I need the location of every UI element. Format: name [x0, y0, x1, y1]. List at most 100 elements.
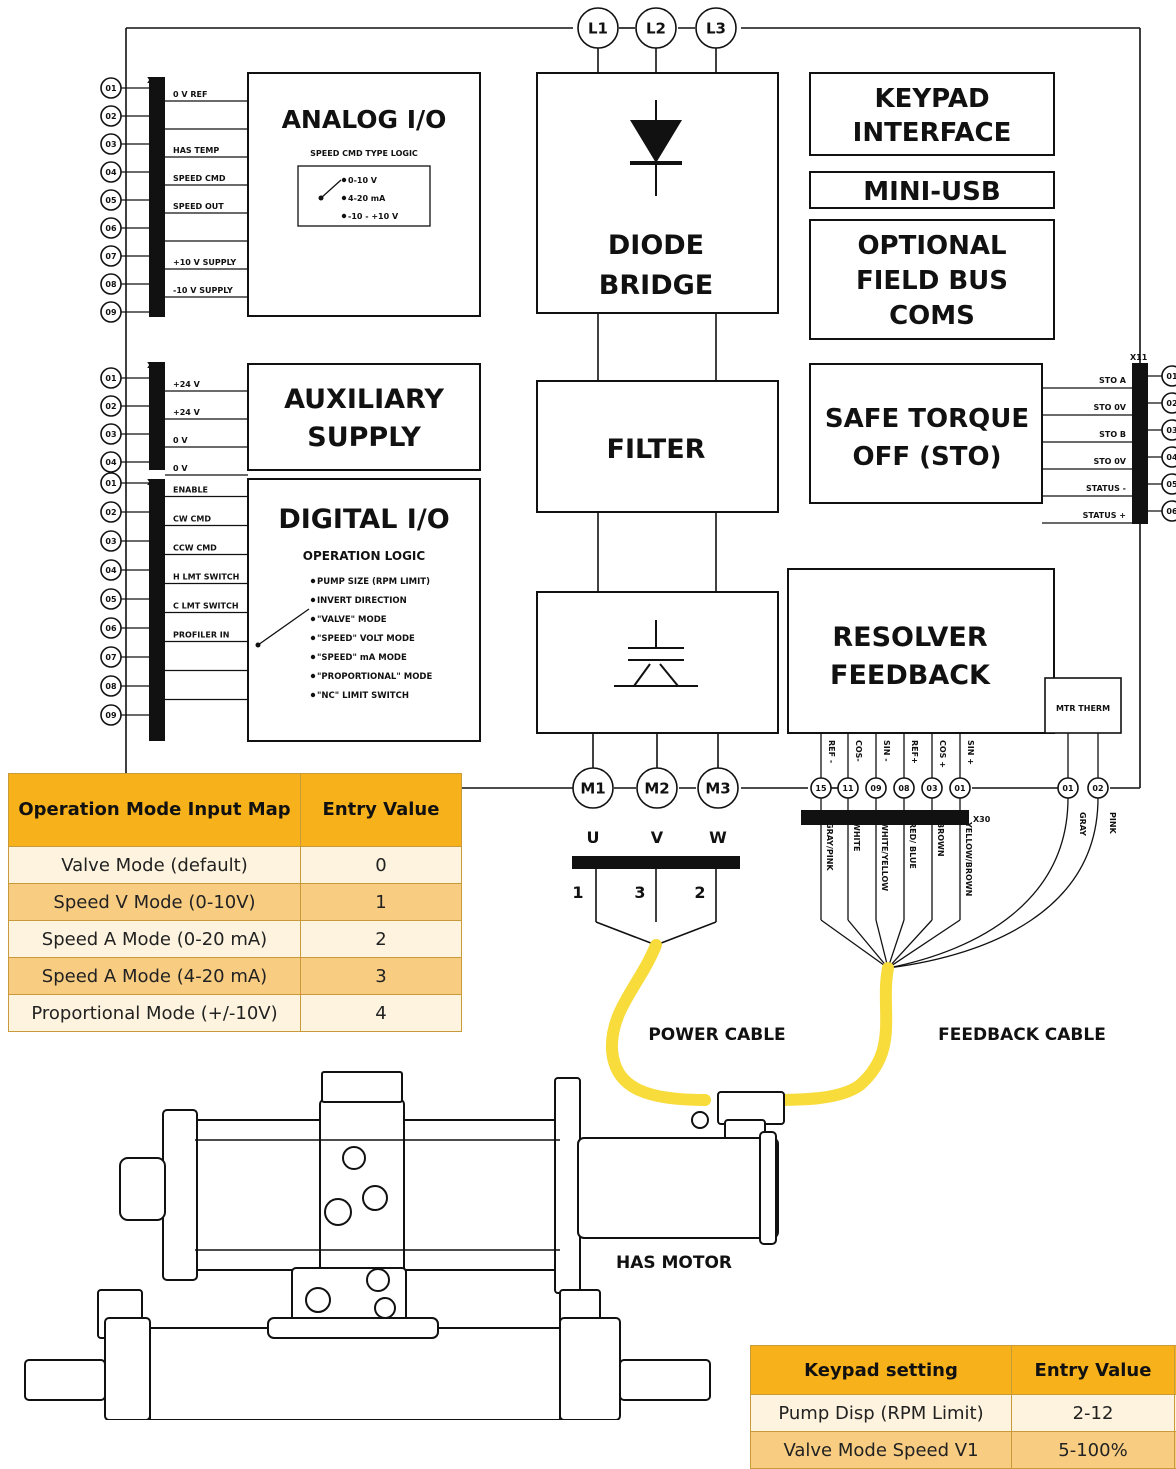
x12-pin-03-number: 03: [105, 140, 116, 149]
switch-contact: [311, 598, 315, 602]
x30-terminal-bar: [801, 810, 969, 825]
sto-label-line: OFF (STO): [852, 442, 1001, 472]
port: [367, 1269, 389, 1291]
connector-outline: [596, 922, 656, 945]
x15-signal-label: PROFILER IN: [173, 631, 229, 640]
x11-pin-03-number: 03: [1166, 426, 1176, 435]
switch-contact: [311, 655, 315, 659]
digital-io-label: DIGITAL I/O: [278, 504, 449, 535]
x30-wire-color: WHITE/YELLOW: [880, 822, 889, 891]
diode-bridge-label-line: BRIDGE: [599, 270, 713, 301]
value-cell: 0: [301, 847, 462, 884]
resolver-wire: [888, 920, 932, 968]
x30-wire-color: BROWN: [936, 822, 945, 857]
operation-logic-option: "SPEED" mA MODE: [317, 653, 407, 663]
x12-signal-label: 0 V REF: [173, 90, 207, 99]
sto-label-line: SAFE TORQUE: [825, 404, 1029, 434]
keypad-table-header-setting: Keypad setting: [751, 1346, 1012, 1395]
x12-signal-label: SPEED OUT: [173, 202, 224, 211]
fieldbus-label-line: FIELD BUS: [856, 266, 1008, 296]
x12-pin-05-number: 05: [105, 196, 117, 205]
pump-end-cap-right: [555, 1078, 580, 1293]
x15-pin-01-number: 01: [105, 479, 117, 488]
x30-pin-11-number: 11: [842, 784, 854, 793]
pump-end-cap-left: [163, 1110, 197, 1280]
lower-cylinder: [150, 1328, 560, 1420]
x15-pin-05-number: 05: [105, 595, 117, 604]
mode-table-header-mode: Operation Mode Input Map: [9, 774, 301, 847]
x30-pin-03-number: 03: [926, 784, 937, 793]
table-row: Speed A Mode (4-20 mA) 3: [9, 958, 462, 995]
feedback-cable: [770, 968, 888, 1100]
x12-terminal-bar: [149, 77, 165, 317]
operation-logic-option: "VALVE" MODE: [317, 615, 387, 625]
filter-label: FILTER: [607, 434, 706, 465]
x11-pin-06-number: 06: [1166, 507, 1176, 516]
x12-pin-09-number: 09: [105, 308, 117, 317]
x15-signal-label: CW CMD: [173, 515, 211, 524]
x30-pin-09-number: 09: [870, 784, 882, 793]
x30-signal-label: COS +: [938, 740, 947, 768]
switch-contact: [342, 178, 346, 182]
motor-output-m1-number: M1: [580, 779, 605, 797]
keypad-setting-table: Keypad setting Entry Value D Pump Disp (…: [750, 1345, 1176, 1469]
x12-signal-label: SPEED CMD: [173, 174, 226, 183]
x30-wire-color: RED/ BLUE: [908, 822, 917, 869]
mode-cell: Speed A Mode (4-20 mA): [9, 958, 301, 995]
mode-cell: Speed A Mode (0-20 mA): [9, 921, 301, 958]
table-row: Pump Disp (RPM Limit) 2-12: [751, 1395, 1176, 1432]
keypad-interface-label-line: INTERFACE: [853, 118, 1012, 148]
operation-logic-option: "NC" LIMIT SWITCH: [317, 691, 409, 701]
operation-logic-option: "SPEED" VOLT MODE: [317, 634, 415, 644]
value-cell: 2-12: [1012, 1395, 1175, 1432]
x30-pin-15-number: 15: [815, 784, 827, 793]
connector-pin: 1: [572, 883, 583, 902]
lower-rod-left: [25, 1360, 105, 1400]
inverter-block: [537, 592, 778, 733]
diode-bridge-label-line: DIODE: [608, 230, 704, 261]
x15-pin-07-number: 07: [105, 653, 116, 662]
x11-signal-label: STATUS -: [1086, 484, 1126, 493]
auxiliary-supply-label-line: SUPPLY: [307, 422, 421, 453]
lower-end-right: [560, 1318, 620, 1420]
keypad-table-header-value: Entry Value: [1012, 1346, 1175, 1395]
table-row: Valve Mode (default) 0: [9, 847, 462, 884]
pump-knob: [120, 1158, 165, 1220]
phase-label: V: [651, 828, 664, 847]
table-row: Proportional Mode (+/-10V) 4: [9, 995, 462, 1032]
handle: [268, 1318, 438, 1338]
motor-connector-bar: [572, 856, 740, 869]
x15-pin-06-number: 06: [105, 624, 117, 633]
x30-signal-label: REF -: [827, 740, 836, 763]
keypad-interface-label-line: KEYPAD: [874, 84, 989, 114]
auxiliary-supply-block: [248, 364, 480, 470]
speed-cmd-logic-title: SPEED CMD TYPE LOGIC: [310, 149, 418, 158]
setting-cell: Valve Mode Speed V1: [751, 1432, 1012, 1469]
x30-signal-label: SIN -: [882, 740, 891, 762]
x30-signal-label: REF+: [910, 740, 919, 764]
therm-pin-02-number: 02: [1092, 784, 1103, 793]
x30-signal-label: SIN +: [966, 740, 975, 765]
x30-signal-label: COS-: [854, 740, 863, 762]
x15-pin-04-number: 04: [105, 566, 117, 575]
switch-contact: [311, 636, 315, 640]
port: [325, 1199, 351, 1225]
analog-io-label: ANALOG I/O: [282, 105, 447, 134]
power-input-l3-number: L3: [706, 19, 726, 37]
x11-signal-label: STATUS +: [1083, 511, 1126, 520]
value-cell: 2: [301, 921, 462, 958]
port: [363, 1186, 387, 1210]
x11-terminal-bar: [1132, 363, 1148, 524]
x15-pin-03-number: 03: [105, 537, 116, 546]
x15-signal-label: ENABLE: [173, 486, 208, 495]
x12-pin-06-number: 06: [105, 224, 117, 233]
power-cable-label: POWER CABLE: [648, 1025, 785, 1045]
therm-wire-color: GRAY: [1078, 812, 1087, 836]
x12-terminal-label: X12: [147, 76, 164, 85]
mini-usb-label: MINI-USB: [863, 177, 1000, 207]
therm-pin-01-number: 01: [1062, 784, 1074, 793]
x12-pin-07-number: 07: [105, 252, 116, 261]
auxiliary-supply-label-line: AUXILIARY: [284, 384, 444, 415]
x30-pin-08-number: 08: [898, 784, 910, 793]
resolver-wire: [888, 920, 960, 968]
